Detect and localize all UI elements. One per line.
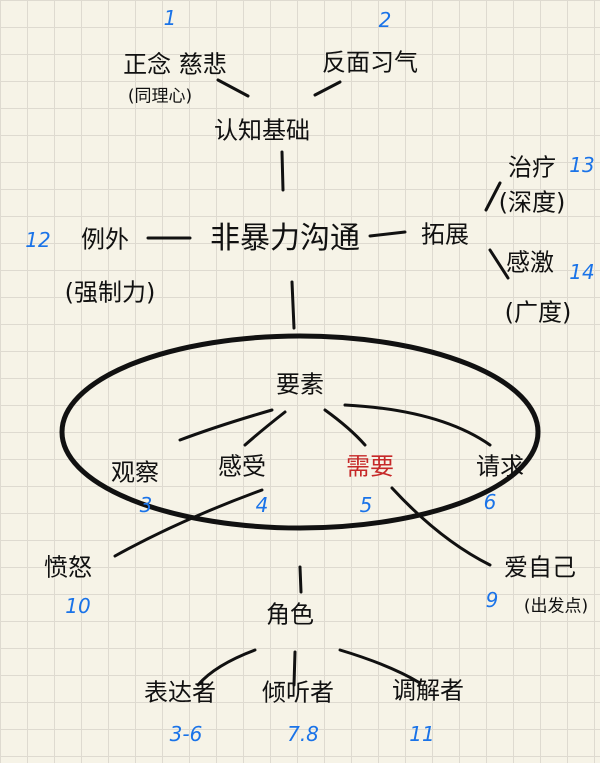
node-number-11: 11 (409, 722, 435, 746)
node-expand: 拓展 (421, 220, 469, 249)
node-number-13: 13 (569, 153, 595, 177)
node-exception: 例外 (81, 225, 129, 254)
node-starting-point: (出发点) (523, 596, 589, 617)
line-ellipse-roles (298, 565, 303, 594)
node-elements: 要素 (276, 370, 324, 399)
line-feel-anger (113, 488, 264, 558)
line-need-selflove (390, 486, 492, 567)
node-depth: (深度) (498, 188, 566, 217)
node-mediator: 调解者 (392, 676, 464, 705)
node-number-3-6: 3-6 (169, 722, 203, 746)
node-listener: 倾听者 (262, 678, 334, 707)
node-mindfulness: 正念 慈悲 (123, 50, 227, 79)
line-roles-expresser (196, 648, 257, 687)
node-habits: 反面习气 (322, 48, 418, 77)
line-mindfulness-cognition (216, 78, 250, 98)
node-need: 需要 (346, 452, 394, 481)
node-number-10: 10 (65, 594, 91, 618)
node-breadth: (广度) (504, 298, 572, 327)
node-gratitude: 感激 (506, 248, 554, 277)
central-topic: 非暴力沟通 (210, 221, 360, 256)
elements-ellipse (59, 333, 541, 531)
node-cognition: 认知基础 (214, 116, 310, 145)
node-number-7-8: 7.8 (287, 722, 319, 746)
node-anger: 愤怒 (44, 553, 92, 582)
node-number-5: 5 (359, 493, 373, 517)
node-number-6: 6 (483, 490, 497, 514)
node-roles: 角色 (266, 600, 314, 629)
line-center-expand (368, 230, 407, 238)
node-number-14: 14 (569, 260, 595, 284)
line-center-elements (290, 280, 296, 330)
line-elements-need (323, 408, 367, 447)
node-request: 请求 (476, 452, 524, 481)
node-force: (强制力) (64, 278, 156, 307)
line-elements-observe (178, 408, 274, 442)
line-expand-gratitude (488, 248, 510, 280)
node-number-1: 1 (163, 6, 177, 30)
node-observe: 观察 (111, 458, 159, 487)
node-expresser: 表达者 (144, 678, 216, 707)
line-elements-feel (243, 410, 287, 447)
node-feel: 感受 (218, 452, 266, 481)
node-selflove: 爱自己 (504, 553, 576, 582)
node-number-3: 3 (139, 493, 153, 517)
line-habits-cognition (313, 80, 342, 97)
node-number-4: 4 (255, 493, 269, 517)
line-roles-mediator (338, 648, 422, 685)
node-empathy: (同理心) (127, 86, 193, 107)
line-elements-request (343, 403, 492, 447)
node-number-2: 2 (378, 8, 392, 32)
node-healing: 治疗 (508, 153, 556, 182)
node-number-12: 12 (25, 228, 51, 252)
line-expand-healing (484, 181, 502, 212)
line-cognition-center (280, 150, 285, 192)
node-number-9: 9 (485, 588, 499, 612)
line-roles-listener (292, 650, 297, 687)
